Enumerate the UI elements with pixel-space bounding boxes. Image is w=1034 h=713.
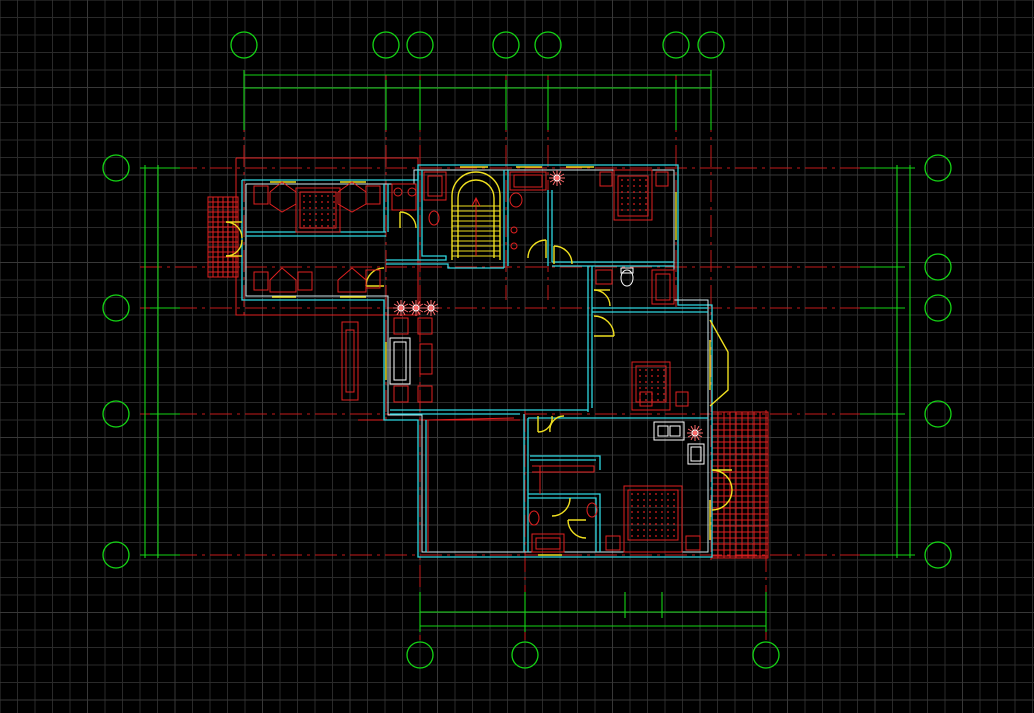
plant-icon [423,300,439,316]
door-arc-icon [551,497,571,517]
axis-circle-icon[interactable] [752,641,780,669]
axis-circle-icon[interactable] [372,31,400,59]
door-arc-icon [567,519,587,539]
exterior-walls [241,164,713,558]
chair-icon [253,181,381,293]
door-arc-icon [549,415,565,433]
doors [225,211,733,539]
terrace-outlines [207,157,769,559]
windows [270,166,729,556]
door-arc-icon [365,267,385,287]
axis-circle-icon[interactable] [511,641,539,669]
axis-circle-icon[interactable] [924,154,952,182]
toilet-icon [391,171,675,553]
axis-circle-icon[interactable] [492,31,520,59]
axis-circle-icon[interactable] [662,31,690,59]
interior-walls [246,170,708,552]
door-arc-icon [537,415,553,433]
axis-circle-icon[interactable] [102,294,130,322]
room-finish-lines [427,417,595,552]
tile-pattern-left [207,196,239,278]
axis-circle-icon[interactable] [924,400,952,428]
axis-circle-icon[interactable] [697,31,725,59]
plant-icon [549,170,565,186]
plant-icon [393,170,703,441]
door-arc-icon [711,489,733,511]
axis-circle-icon[interactable] [924,294,952,322]
plant-icon [393,300,409,316]
planter [341,321,359,401]
door-arc-icon [593,315,615,337]
plant-icon [687,425,703,441]
door-arc-icon [399,211,417,229]
axis-circle-icon[interactable] [230,31,258,59]
axis-circle-icon[interactable] [534,31,562,59]
axis-bubbles [102,31,952,669]
bed-icon [295,169,683,553]
axis-circle-icon[interactable] [102,400,130,428]
axis-circle-icon[interactable] [406,641,434,669]
axis-circle-icon[interactable] [924,253,952,281]
sofa-icon [389,171,705,551]
plant-icon [408,300,424,316]
axis-circle-icon[interactable] [102,154,130,182]
axis-circle-icon[interactable] [924,541,952,569]
door-arc-icon [553,245,573,265]
door-arc-icon [527,239,547,259]
stair-icon [451,171,501,260]
tile-pattern-right [711,411,768,558]
axis-circle-icon[interactable] [102,541,130,569]
axis-circle-icon[interactable] [406,31,434,59]
dimension-lines [140,70,915,632]
